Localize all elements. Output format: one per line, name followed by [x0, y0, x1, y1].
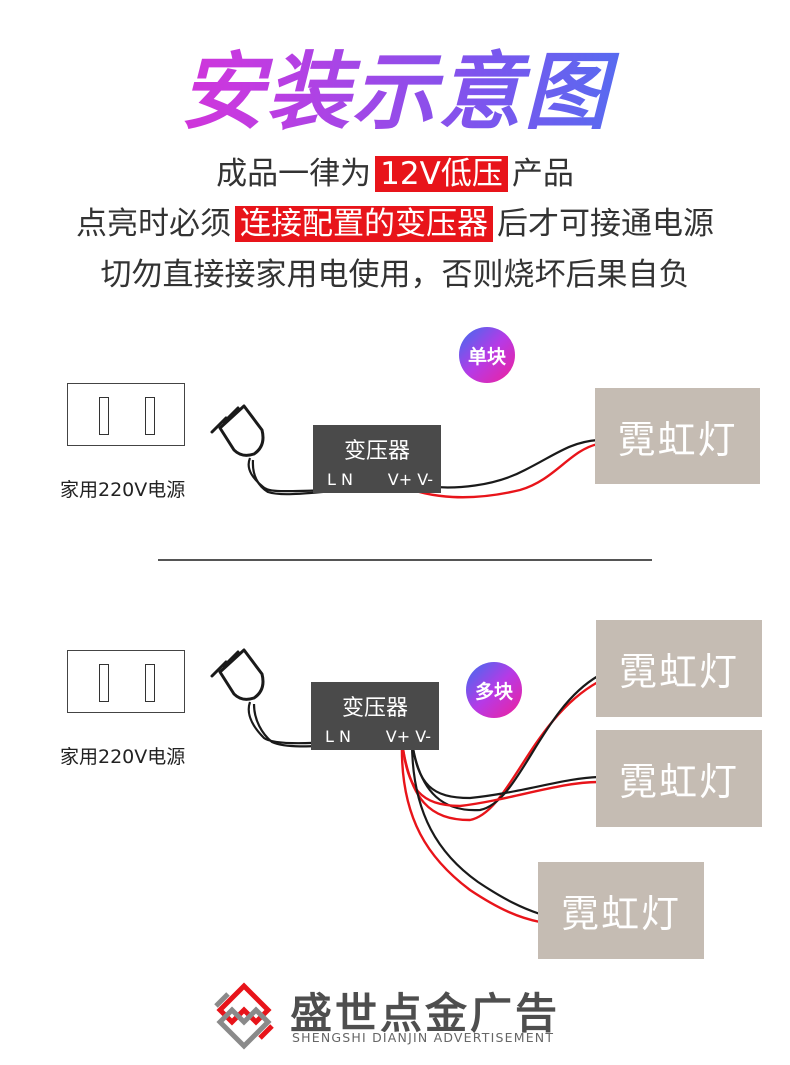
neon-lamp: 霓虹灯: [595, 388, 760, 484]
plug-icon: [210, 404, 265, 457]
notice-highlight-transformer: 连接配置的变压器: [235, 206, 493, 242]
neon-lamp: 霓虹灯: [596, 730, 762, 827]
socket-slot: [145, 664, 155, 702]
notice-line-1-pre: 成品一律为: [216, 156, 372, 192]
output-wire-red: [400, 741, 541, 924]
page-title: 安装示意图: [0, 42, 790, 142]
notice-line-3: 切勿直接接家用电使用，否则烧坏后果自负: [100, 257, 690, 293]
badge-single: 单块: [459, 327, 515, 383]
output-wire-red: [400, 741, 599, 808]
output-wire-black: [410, 741, 599, 800]
wall-socket: [67, 383, 185, 446]
transformer-output-terminals: V+ V-: [385, 727, 431, 746]
notice-line-1-post: 产品: [511, 156, 574, 192]
brand-logo-icon: [214, 982, 274, 1050]
power-source-label: 家用220V电源: [60, 746, 186, 768]
brand-name-en: SHENGSHI DIANJIN ADVERTISEMENT: [292, 1030, 555, 1045]
socket-slot: [145, 397, 155, 435]
notice-highlight-low-voltage: 12V低压: [375, 156, 508, 192]
transformer-name: 变压器: [341, 696, 408, 721]
notice-line-2-pre: 点亮时必须: [76, 206, 231, 242]
plug-icon: [210, 648, 265, 701]
transformer-input-terminals: L N: [327, 470, 353, 489]
socket-slot: [99, 664, 109, 702]
socket-slot: [99, 397, 109, 435]
output-wire-black: [424, 438, 599, 489]
notice-line-2-post: 后才可接通电源: [497, 206, 714, 242]
transformer: 变压器 L N V+ V-: [313, 425, 441, 493]
wall-socket: [67, 650, 185, 713]
power-source-label: 家用220V电源: [60, 479, 186, 501]
output-wire-black: [410, 741, 541, 916]
neon-lamp: 霓虹灯: [596, 620, 762, 717]
notice-line-2: 点亮时必须连接配置的变压器后才可接通电源: [0, 202, 790, 246]
transformer-output-terminals: V+ V-: [387, 470, 433, 489]
section-divider: [158, 559, 652, 561]
transformer: 变压器 L N V+ V-: [311, 682, 439, 750]
neon-lamp: 霓虹灯: [538, 862, 704, 959]
badge-multi: 多块: [466, 662, 522, 718]
transformer-name: 变压器: [343, 439, 410, 464]
transformer-input-terminals: L N: [325, 727, 351, 746]
brand-name-cn: 盛世点金广告: [290, 989, 561, 1038]
